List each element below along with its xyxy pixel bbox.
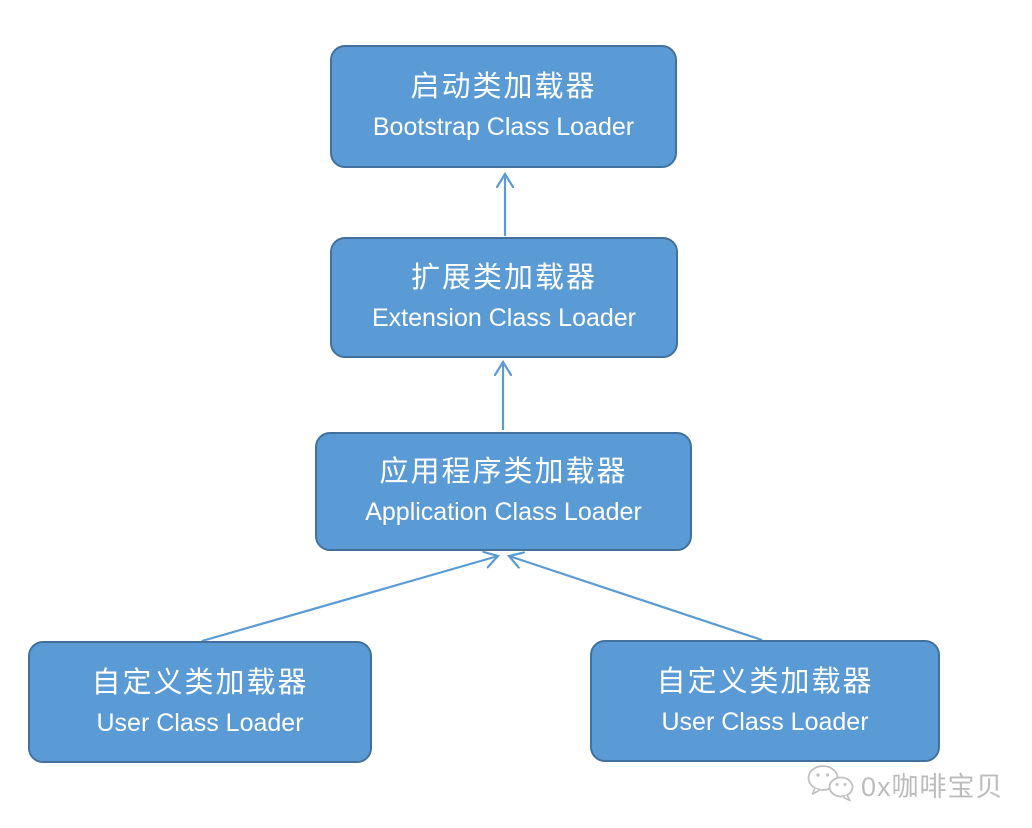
node-application-class-loader: 应用程序类加载器 Application Class Loader (315, 432, 692, 551)
node-label-zh: 扩展类加载器 (410, 260, 597, 295)
node-user-class-loader-left: 自定义类加载器 User Class Loader (28, 641, 372, 763)
arrow-userleft-to-application (201, 556, 498, 643)
node-label-en: Application Class Loader (365, 498, 642, 527)
wechat-icon (807, 765, 854, 802)
node-bootstrap-class-loader: 启动类加载器 Bootstrap Class Loader (330, 45, 677, 168)
node-label-en: Extension Class Loader (371, 304, 637, 333)
node-label-zh: 自定义类加载器 (656, 663, 874, 698)
node-label-zh: 启动类加载器 (410, 69, 597, 104)
node-label-zh: 自定义类加载器 (91, 664, 309, 699)
node-label-en: Bootstrap Class Loader (372, 113, 635, 142)
node-extension-class-loader: 扩展类加载器 Extension Class Loader (330, 237, 678, 358)
arrow-userright-to-application (509, 556, 763, 642)
node-label-en: User Class Loader (661, 707, 869, 736)
node-user-class-loader-right: 自定义类加载器 User Class Loader (590, 640, 940, 762)
watermark-text: 0x咖啡宝贝 (861, 771, 1004, 802)
node-label-en: User Class Loader (96, 708, 304, 737)
node-label-zh: 应用程序类加载器 (379, 454, 628, 489)
watermark: 0x咖啡宝贝 (806, 763, 1004, 805)
